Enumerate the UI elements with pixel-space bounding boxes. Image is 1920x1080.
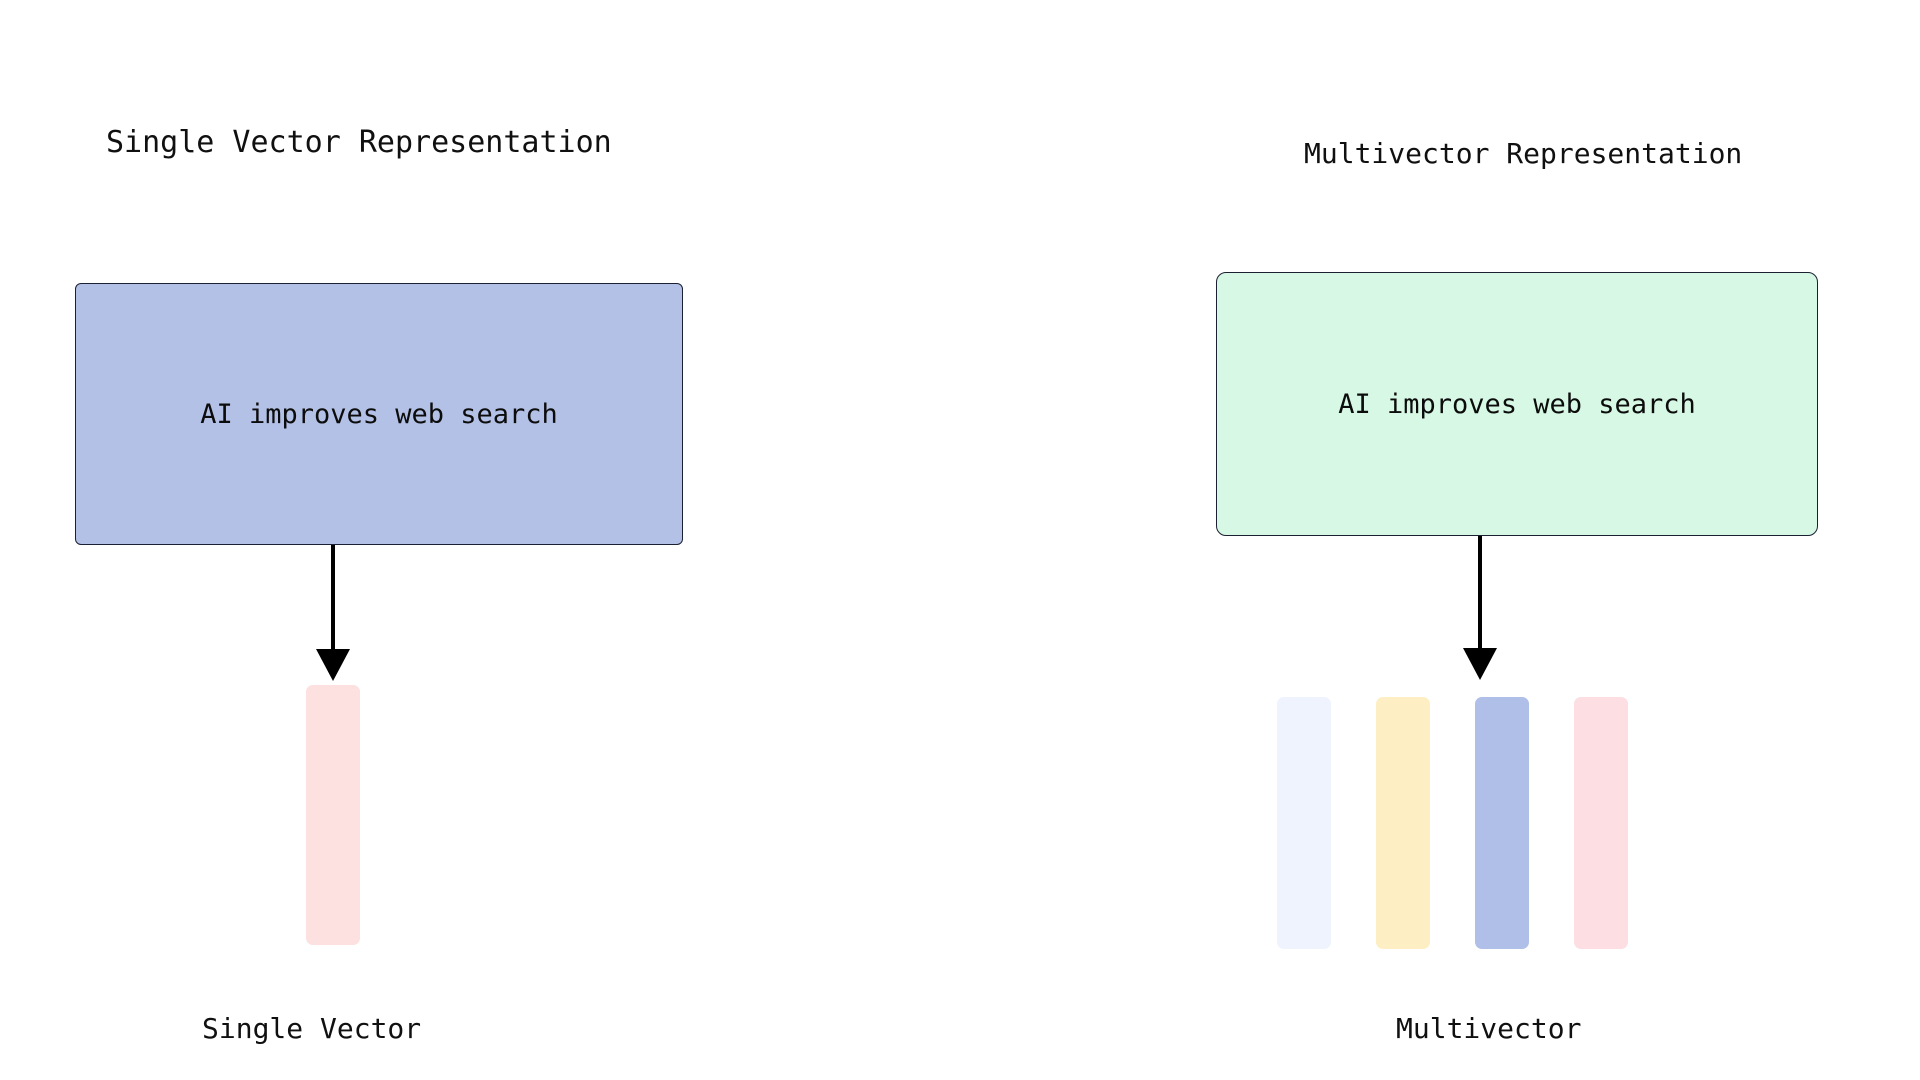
panel-title-single-vector: Single Vector Representation (106, 125, 612, 160)
vector-bars-single (306, 685, 360, 945)
token-vector-bar-4 (1574, 697, 1628, 949)
arrow-head (316, 649, 350, 681)
caption-single-vector: Single Vector (202, 1012, 422, 1045)
document-text: AI improves web search (1338, 388, 1696, 420)
down-arrow-icon-multi (1460, 536, 1500, 684)
panel-multivector: Multivector Representation AI improves w… (960, 0, 1920, 1080)
token-vector-bar-3 (1475, 697, 1529, 949)
vector-bars-multivector (1277, 697, 1628, 949)
single-vector-bar (306, 685, 360, 945)
arrow-head (1463, 648, 1497, 680)
panel-title-multivector: Multivector Representation (1304, 137, 1743, 170)
document-text: AI improves web search (200, 398, 558, 430)
arrow-shaft (331, 545, 335, 651)
document-box-multivector: AI improves web search (1216, 272, 1818, 536)
caption-multivector: Multivector (1396, 1012, 1582, 1045)
panel-single-vector: Single Vector Representation AI improves… (75, 125, 683, 1045)
down-arrow-icon-single (313, 545, 353, 685)
arrow-shaft (1478, 536, 1482, 650)
token-vector-bar-1 (1277, 697, 1331, 949)
token-vector-bar-2 (1376, 697, 1430, 949)
document-box-single-vector: AI improves web search (75, 283, 683, 545)
